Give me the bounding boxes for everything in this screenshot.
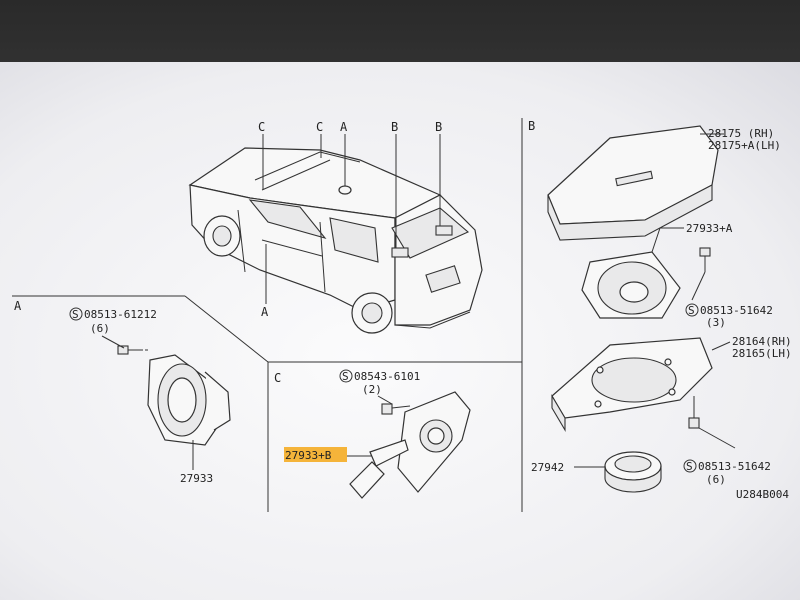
parts-diagram: C C A B B A A S 08513-61212 (6) 27933 C	[12, 118, 792, 512]
panel-b-screw1-qty: (3)	[706, 316, 726, 329]
panel-a: A S 08513-61212 (6) 27933	[14, 299, 231, 485]
panel-b-cover-lh: 28175+A(LH)	[708, 139, 781, 152]
vehicle-callouts: C C A B B A	[258, 120, 442, 319]
s-symbol-icon-c: S	[342, 370, 349, 383]
screw-icon	[117, 345, 140, 355]
panel-a-screw-code: 08513-61212	[84, 308, 157, 321]
panel-b: B 28175 (RH) 28175+A(LH) 27933+A S 08513…	[528, 119, 792, 501]
panel-c-screw-qty: (2)	[362, 383, 382, 396]
panel-c-screw-code: 08543-6101	[354, 370, 420, 383]
panel-b-speaker-part: 27933+A	[686, 222, 733, 235]
screw-icon-b1	[699, 247, 711, 272]
vehicle-illustration	[188, 147, 483, 334]
speaker-27933a-illustration	[581, 251, 681, 319]
callout-b-2: B	[435, 120, 442, 134]
screen: C C A B B A A S 08513-61212 (6) 27933 C	[0, 62, 800, 600]
spacer-ring-illustration	[604, 451, 662, 493]
panel-b-letter: B	[528, 119, 535, 133]
tweeter-27933b-illustration	[349, 391, 471, 499]
s-symbol-icon: S	[72, 308, 79, 321]
panel-b-screw2-qty: (6)	[706, 473, 726, 486]
panel-b-bracket-rh: 28164(RH)	[732, 335, 792, 348]
callout-b-1: B	[391, 120, 398, 134]
diagram-code: U284B004	[736, 488, 789, 501]
callout-c-1: C	[258, 120, 265, 134]
s-symbol-icon-b1: S	[688, 304, 695, 317]
screw-icon-c	[381, 403, 411, 415]
panel-a-speaker-part: 27933	[180, 472, 213, 485]
s-symbol-icon-b2: S	[686, 460, 693, 473]
divider-diagonal	[184, 295, 269, 363]
screw-icon-b2	[688, 396, 700, 429]
panel-b-screw2-code: 08513-51642	[698, 460, 771, 473]
panel-b-bracket-lh: 28165(LH)	[732, 347, 792, 360]
panel-b-ring-part: 27942	[531, 461, 564, 474]
callout-c-2: C	[316, 120, 323, 134]
callout-a-bottom: A	[261, 305, 269, 319]
panel-c-letter: C	[274, 371, 281, 385]
highlight-marker	[284, 447, 347, 462]
panel-a-screw-qty: (6)	[90, 322, 110, 335]
panel-c-tweeter-part: 27933+B	[285, 449, 332, 462]
panel-c: C S 08543-6101 (2) 27933+B	[274, 369, 471, 499]
callout-a-top: A	[340, 120, 348, 134]
panel-a-letter: A	[14, 299, 22, 313]
panel-b-cover-rh: 28175 (RH)	[708, 127, 774, 140]
speaker-27933-illustration	[147, 354, 231, 446]
speaker-bracket-illustration	[551, 337, 713, 433]
speaker-cover-illustration	[547, 125, 719, 241]
panel-b-screw1-code: 08513-51642	[700, 304, 773, 317]
